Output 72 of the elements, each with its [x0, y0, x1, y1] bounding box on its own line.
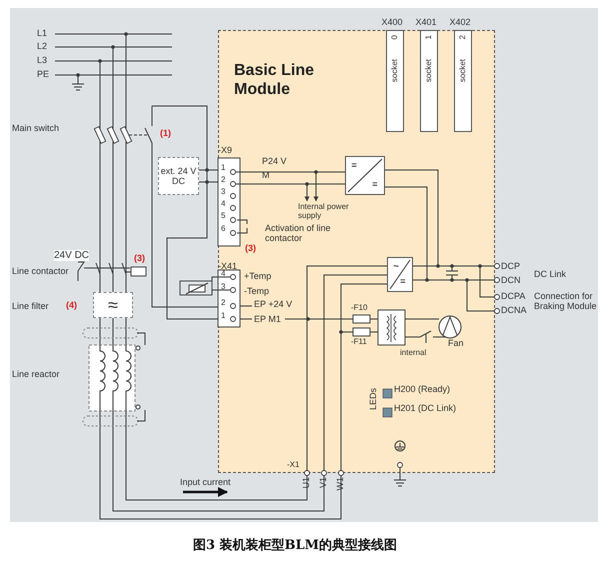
terminal-label: Connection for Braking Module — [534, 292, 598, 312]
terminal-label: 24V DC — [54, 250, 90, 261]
terminal-label: P24 V — [262, 157, 287, 167]
terminal-label: L2 — [37, 42, 48, 52]
figure-caption: 图3 装机装柜型BLM的典型接线图 — [192, 536, 398, 554]
terminal-label: 2 — [221, 176, 226, 185]
terminal-label: H200 (Ready) — [394, 385, 450, 395]
terminal-label: H201 (DC Link) — [394, 404, 456, 414]
terminal-label: 4 — [221, 270, 226, 279]
terminal-label: DC Link — [534, 270, 566, 280]
converter-symbol: ~ — [394, 262, 399, 270]
terminal-label: DCNA — [501, 306, 527, 316]
terminal-label: Internal power supply — [298, 203, 350, 221]
terminal-label: Activation of line contactor — [265, 224, 332, 244]
filter-box — [93, 292, 133, 318]
terminal-label: -X9 — [218, 146, 232, 156]
socket-number: 1 — [424, 34, 432, 39]
terminal-label: EP M1 — [254, 315, 281, 325]
terminal-label: 4 — [221, 200, 226, 209]
terminal-label: -Temp — [244, 287, 270, 297]
terminal-label: 6 — [221, 225, 226, 234]
terminal-label: PE — [37, 70, 50, 80]
terminal-label: U1 — [302, 477, 312, 489]
socket-text: socket — [390, 58, 398, 82]
terminal-label: +Temp — [244, 272, 272, 282]
socket-label: X402 — [450, 16, 471, 26]
socket-label: X400 — [382, 16, 403, 26]
terminal-label: -F10 — [351, 304, 368, 313]
terminal-label: 1 — [221, 312, 226, 321]
callout-number: (1) — [160, 129, 171, 139]
converter-symbol: = — [372, 180, 378, 188]
converter-box — [344, 156, 384, 194]
terminal-label: internal — [400, 349, 426, 358]
module-title: Basic Line Module — [234, 61, 316, 100]
callout-number: (3) — [134, 254, 145, 264]
socket-number: 0 — [390, 34, 398, 39]
terminal-label: DCP — [501, 262, 520, 272]
terminal-label: DCN — [501, 276, 520, 286]
supply-box — [158, 157, 199, 195]
callout-number: (4) — [66, 301, 77, 311]
callout-number: (3) — [245, 244, 256, 254]
converter-symbol: = — [400, 276, 406, 286]
terminal-label: V1 — [319, 477, 329, 488]
terminal-label: Fan — [448, 339, 464, 349]
terminal-label: LEDs — [369, 388, 379, 410]
component-label: Line filter — [12, 302, 49, 312]
terminal-label: 5 — [221, 212, 226, 221]
socket-text: socket — [458, 58, 466, 82]
terminal-label: M — [262, 171, 270, 181]
converter-box — [386, 256, 412, 292]
socket-label: X401 — [416, 16, 437, 26]
flow-label: Input current — [180, 478, 231, 488]
terminal-label: L3 — [37, 56, 48, 66]
converter-symbol: = — [352, 160, 357, 170]
terminal-label: -F11 — [351, 338, 367, 347]
terminal-label: 1 — [221, 164, 226, 173]
terminal-label: -X1 — [287, 461, 300, 470]
component-label: Main switch — [12, 124, 60, 134]
terminal-label: W1 — [336, 477, 346, 490]
box-text: ext. 24 V DC — [160, 166, 198, 186]
component-label: Line contactor — [12, 267, 69, 277]
socket-text: socket — [424, 58, 432, 82]
box-text: ≈ — [108, 294, 118, 316]
terminal-label: DCPA — [501, 292, 526, 302]
socket-number: 2 — [458, 34, 466, 39]
terminal-label: 2 — [221, 299, 226, 308]
terminal-label: -X41 — [218, 262, 238, 271]
terminal-label: 3 — [221, 283, 226, 292]
terminal-label: 3 — [221, 188, 226, 197]
terminal-label: L1 — [37, 29, 48, 39]
component-label: Line reactor — [12, 370, 60, 380]
terminal-label: EP +24 V — [254, 300, 292, 310]
